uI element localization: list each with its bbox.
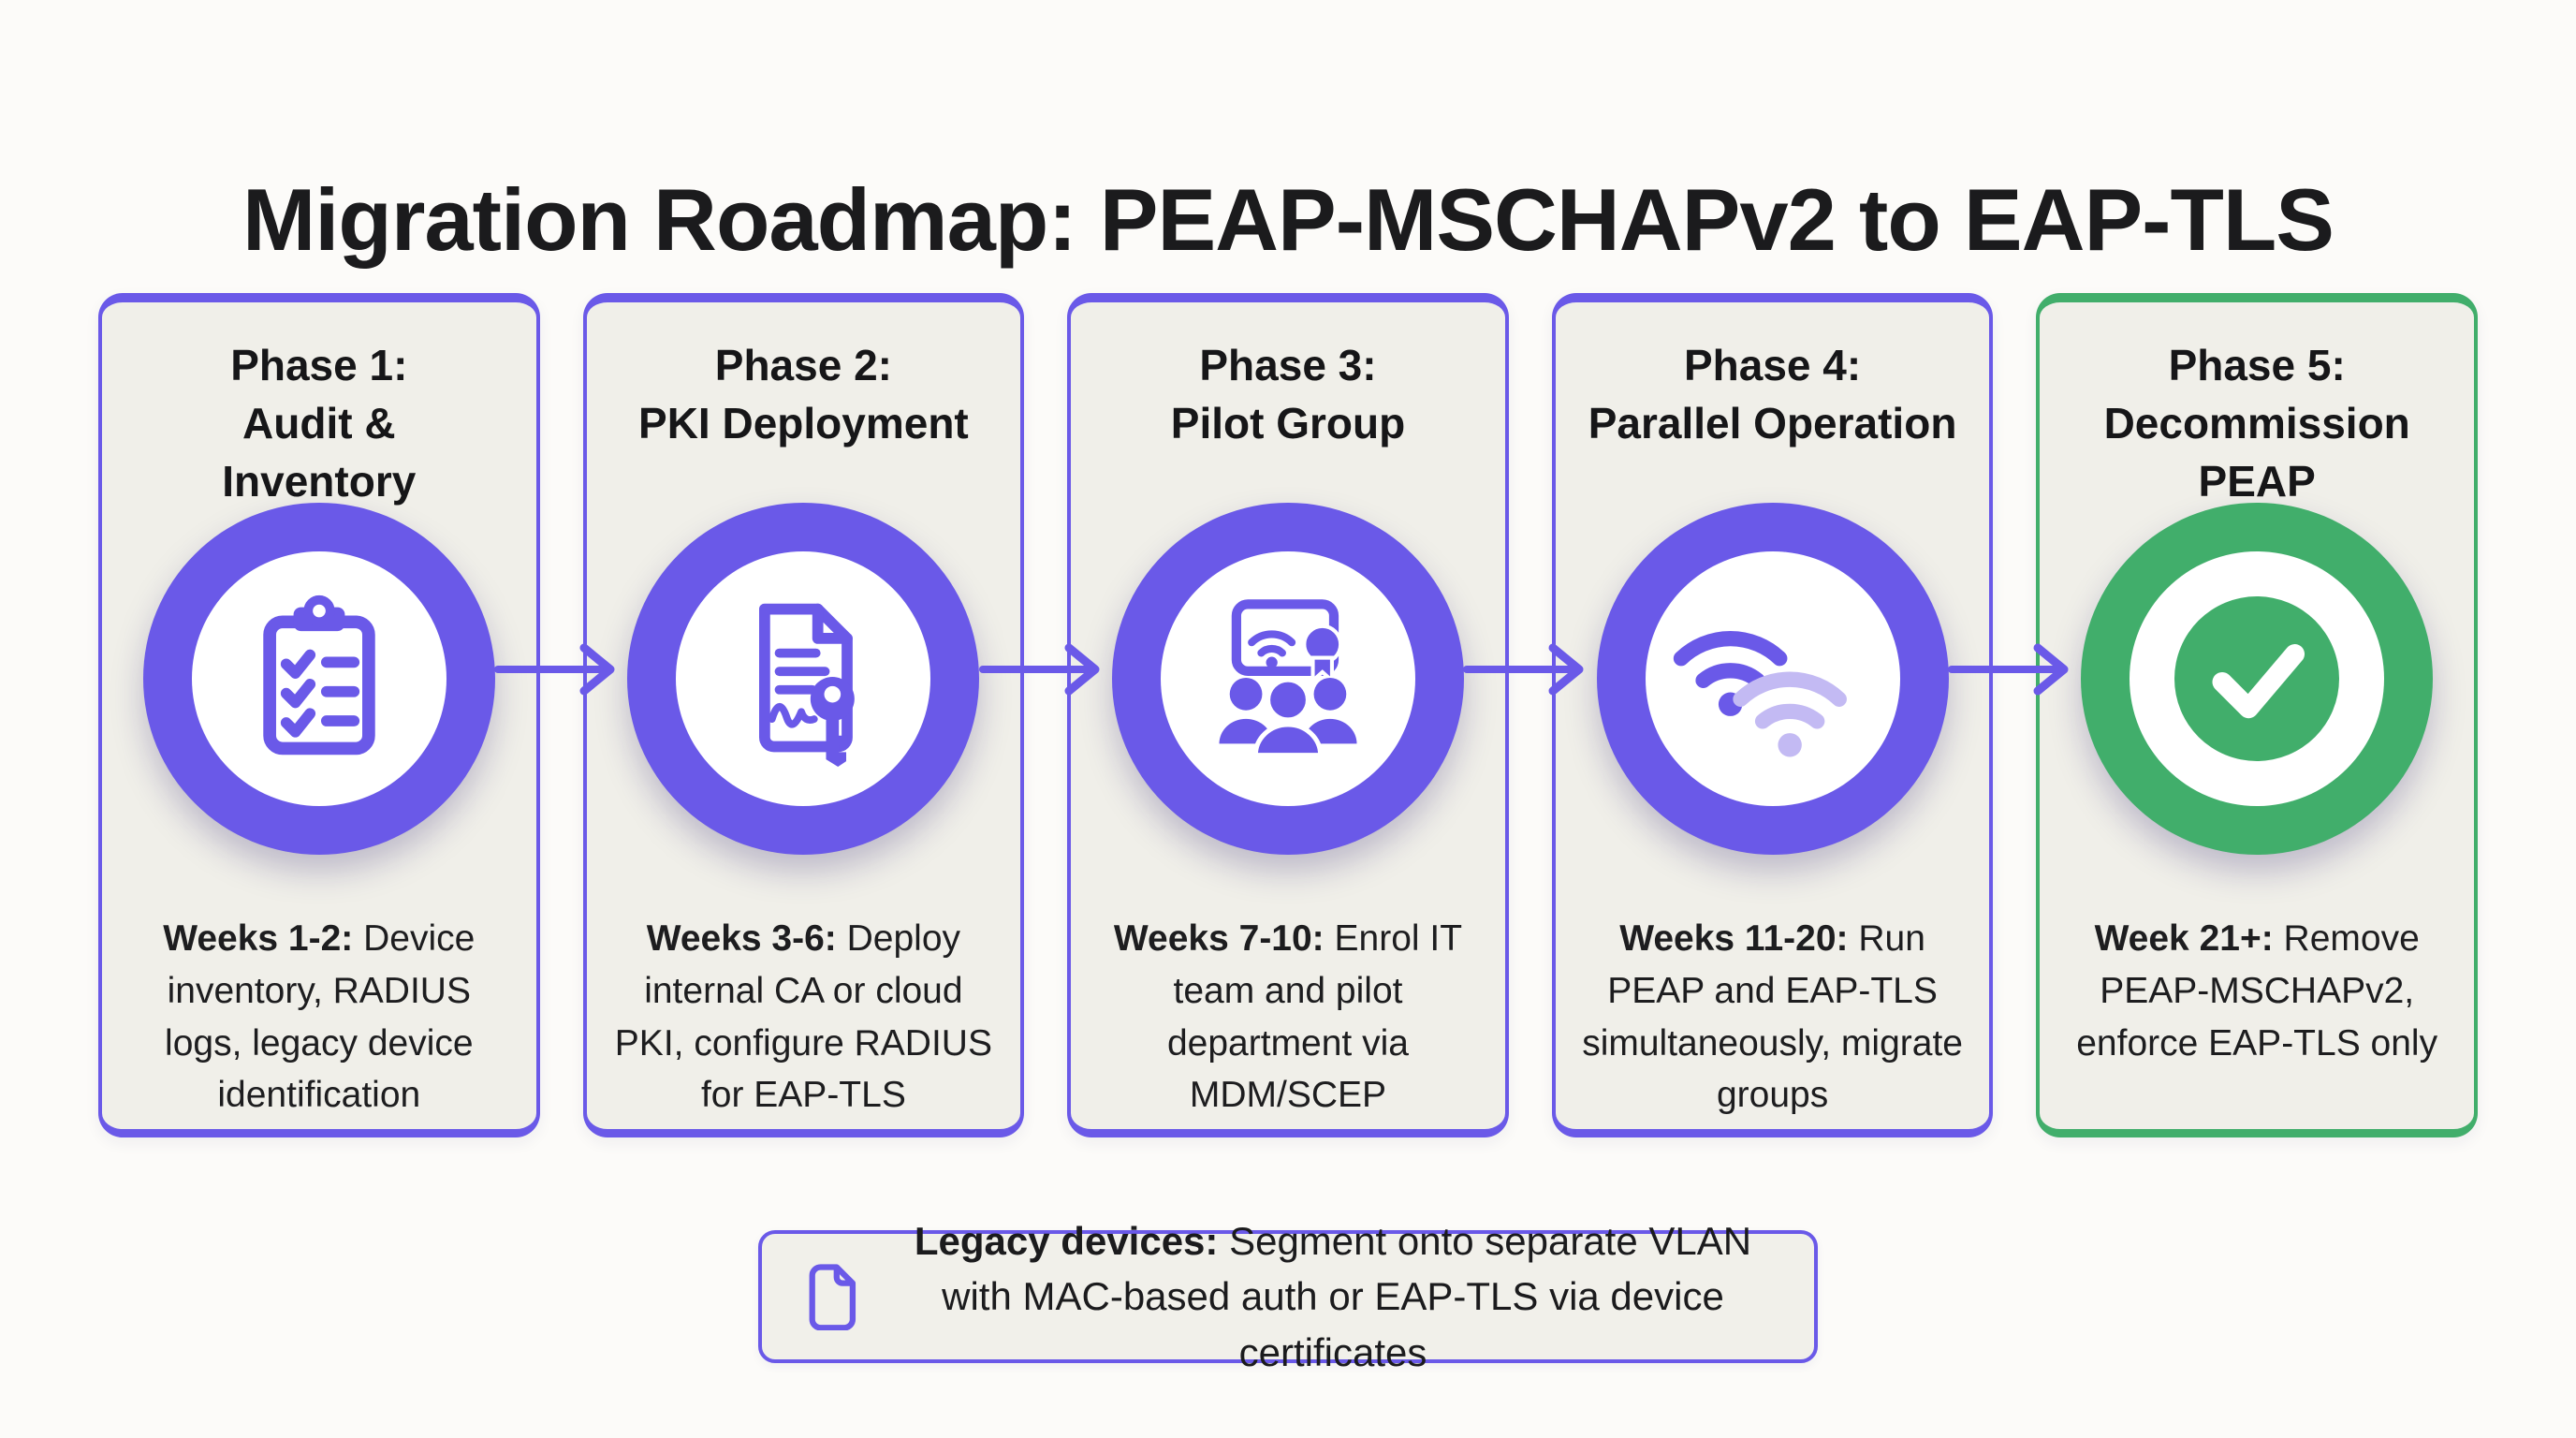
phase-desc-weeks: Weeks 11-20: [1619, 918, 1849, 959]
phase-title: Phase 5: Decommission PEAP [2103, 341, 2410, 506]
phase-icon-ring [142, 503, 495, 855]
dual-wifi-icon [1673, 630, 1847, 757]
certificate-key-icon [759, 603, 856, 767]
note-body: Segment onto separate VLAN with MAC-base… [942, 1218, 1752, 1374]
phase-card-parallel-operation: Phase 4: Parallel Operation [1551, 293, 1994, 1137]
phase-title: Phase 1: Audit & Inventory [222, 341, 417, 506]
phase-icon-disc [1645, 551, 1900, 806]
phase-icon-disc [191, 551, 446, 806]
phase-description: Week 21+: Remove PEAP-MSCHAPv2, enforce … [2040, 913, 2474, 1069]
arrow-right-icon [979, 643, 1100, 696]
arrow-right-icon [494, 643, 615, 696]
phase-description: Weeks 11-20: Run PEAP and EAP-TLS simult… [1556, 913, 1990, 1122]
phase-card-pki-deployment: Phase 2: PKI Deployment [582, 293, 1025, 1137]
phase-icon-ring [1111, 503, 1464, 855]
checkmark-icon [2212, 644, 2305, 719]
phase-description: Weeks 3-6: Deploy internal CA or cloud P… [587, 913, 1021, 1122]
phase-card-audit-inventory: Phase 1: Audit & Inventory [98, 293, 540, 1137]
phase-card-decommission-peap: Phase 5: Decommission PEAP Week 21+: Rem… [2036, 293, 2478, 1137]
phase-icon-ring [1596, 503, 1949, 855]
phase-title: Phase 4: Parallel Operation [1588, 341, 1957, 448]
arrow-right-icon [1948, 643, 2069, 696]
phase-card-pilot-group: Phase 3: Pilot Group [1067, 293, 1509, 1137]
phase-desc-text: Device inventory, RADIUS logs, legacy de… [165, 918, 476, 1116]
phase-desc-text: Run PEAP and EAP-TLS simultaneously, mig… [1582, 918, 1963, 1116]
phase-icon-disc [1160, 551, 1415, 806]
phase-desc-text: Enrol IT team and pilot department via M… [1166, 918, 1463, 1116]
clipboard-checklist-icon [263, 594, 375, 756]
phase-description: Weeks 1-2: Device inventory, RADIUS logs… [102, 913, 536, 1122]
page-title: Migration Roadmap: PEAP-MSCHAPv2 to EAP-… [242, 169, 2334, 269]
document-icon [809, 1264, 856, 1330]
phase-icon-ring [2081, 503, 2434, 855]
phase-icon-disc [2130, 551, 2385, 806]
phase-desc-weeks: Weeks 7-10: [1113, 918, 1325, 959]
phase-title: Phase 2: PKI Deployment [638, 341, 969, 448]
phase-icon-ring [627, 503, 980, 855]
phase-desc-weeks: Weeks 3-6: [646, 918, 837, 959]
phase-desc-weeks: Weeks 1-2: [163, 918, 354, 959]
phase-icon-disc [676, 551, 931, 806]
phase-description: Weeks 7-10: Enrol IT team and pilot depa… [1071, 913, 1505, 1122]
phase-desc-text: Remove PEAP-MSCHAPv2, enforce EAP-TLS on… [2076, 918, 2438, 1064]
legacy-devices-note: Legacy devices: Segment onto separate VL… [758, 1219, 1818, 1374]
arrow-right-icon [1463, 643, 1584, 696]
phase-desc-text: Deploy internal CA or cloud PKI, configu… [614, 918, 992, 1116]
pilot-group-icon [1219, 599, 1357, 758]
legacy-devices-note-text: Legacy devices: Segment onto separate VL… [898, 1213, 1768, 1381]
phase-title: Phase 3: Pilot Group [1170, 341, 1406, 448]
note-label: Legacy devices: [914, 1218, 1219, 1263]
check-circle-icon [2174, 596, 2340, 761]
phase-cards-row: Phase 1: Audit & Inventory [98, 293, 2478, 1137]
phase-desc-weeks: Week 21+: [2094, 918, 2274, 959]
